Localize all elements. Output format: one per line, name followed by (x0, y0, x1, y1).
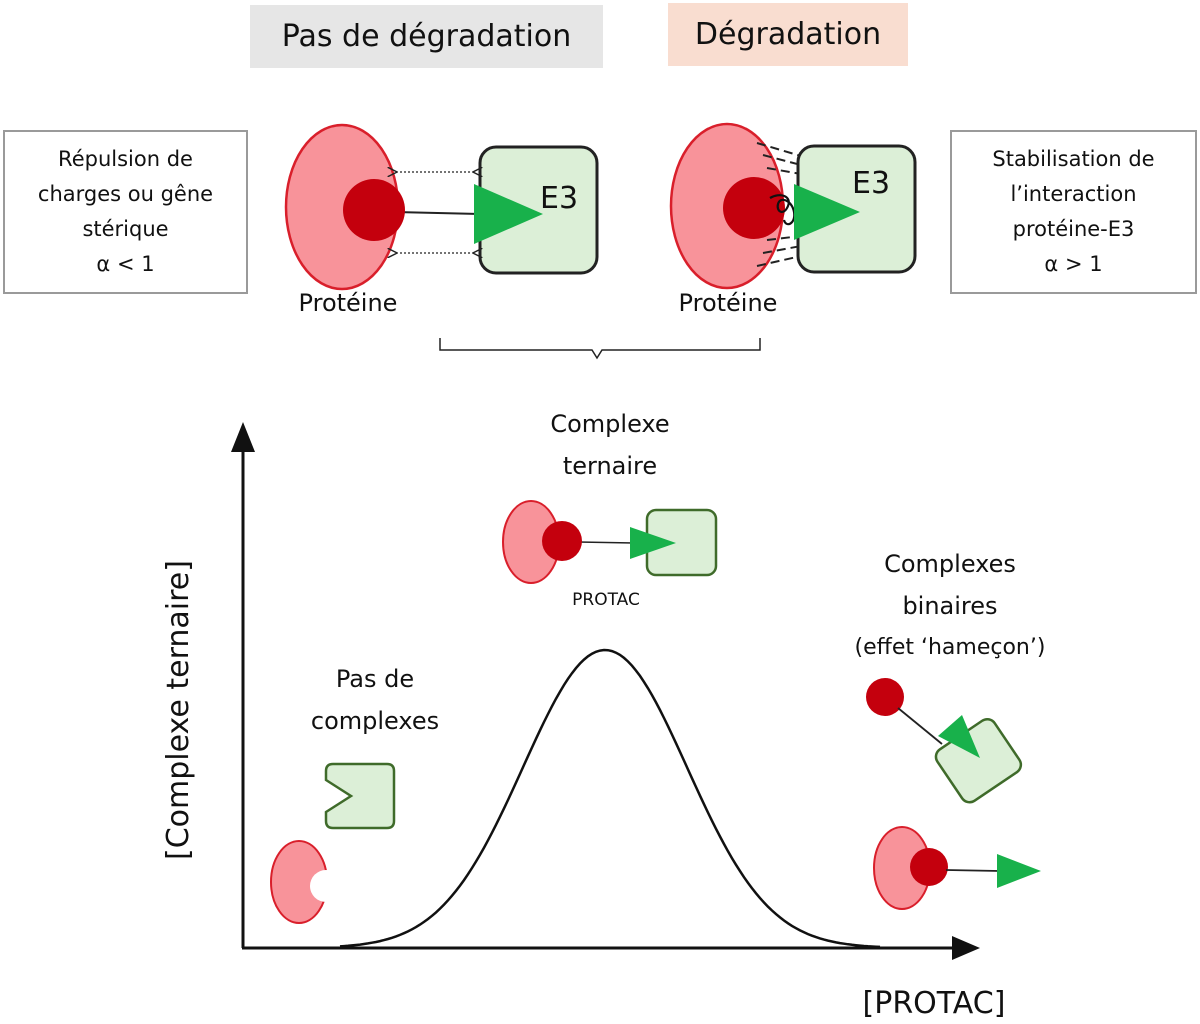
protac-linker (897, 707, 943, 745)
warhead-shape (542, 521, 582, 561)
free-protein-icon (270, 840, 342, 924)
protein-label-left: Protéine (299, 289, 398, 317)
complex-degradation (669, 122, 917, 290)
e3-ligand-shape (938, 715, 980, 758)
protac-label: PROTAC (572, 590, 640, 610)
protein-label-right: Protéine (679, 289, 778, 317)
binary-line2: binaires (902, 592, 998, 620)
e3-ligand-shape (794, 184, 860, 240)
bracket (439, 338, 761, 360)
box-stabilisation: Stabilisation de l’interaction protéine-… (950, 130, 1197, 294)
e3-ligand-shape (997, 854, 1041, 888)
binary-protein-complex-icon (873, 826, 1041, 910)
protac-linker (577, 541, 635, 544)
ternary-complex-curve (339, 648, 881, 949)
ternary-complex-label: Complexe ternaire (500, 403, 720, 487)
box-left-line3: stérique (82, 217, 169, 241)
no-complex-line2: complexes (310, 707, 440, 735)
looped-linker (769, 194, 796, 226)
box-right-line1: Stabilisation de (992, 147, 1155, 171)
binary-line1: Complexes (884, 550, 1016, 578)
e3-ligase-with-pocket (324, 762, 396, 830)
y-axis-arrow (231, 422, 255, 452)
no-complex-label: Pas de complexes (275, 658, 475, 742)
y-axis-label: [Complexe ternaire] (161, 560, 196, 860)
box-left-line1: Répulsion de (58, 147, 193, 171)
protac-linker (394, 211, 481, 215)
warhead-shape (866, 678, 904, 716)
warhead-shape (910, 848, 948, 886)
box-right-alpha: α > 1 (1044, 252, 1103, 276)
e3-label-left: E3 (540, 181, 578, 216)
warhead-shape (343, 179, 405, 241)
e3-ligand-shape (474, 184, 543, 244)
binary-complexes-label: Complexes binaires (effet ‘hameçon’) (830, 543, 1070, 669)
e3-label-right: E3 (852, 166, 890, 201)
protac-linker (945, 869, 1001, 872)
graph-axes (231, 422, 980, 960)
box-left-line2: charges ou gêne (37, 182, 214, 206)
e3-ligand-shape (630, 527, 676, 559)
box-charge-repulsion: Répulsion de charges ou gêne stérique α … (3, 130, 248, 294)
x-axis-arrow (952, 936, 980, 960)
header-no-degradation: Pas de dégradation (250, 5, 603, 68)
box-left-alpha: α < 1 (96, 252, 155, 276)
ternary-label-line2: ternaire (562, 452, 658, 480)
binary-e3-complex-icon (866, 678, 1023, 804)
stabilising-interactions (756, 142, 802, 267)
box-right-line3: protéine-E3 (1012, 217, 1135, 241)
ternary-complex-icon (502, 500, 718, 584)
no-complex-line1: Pas de (335, 665, 415, 693)
header-degradation: Dégradation (668, 3, 908, 66)
box-right-line2: l’interaction (1010, 182, 1137, 206)
x-axis-label: [PROTAC] (863, 986, 1006, 1021)
complex-no-degradation (284, 123, 599, 291)
warhead-shape (723, 177, 785, 239)
free-e3-icon (324, 762, 396, 830)
binary-line3: (effet ‘hameçon’) (854, 635, 1046, 660)
protein-pocket (310, 870, 342, 902)
ternary-label-line1: Complexe (550, 410, 670, 438)
